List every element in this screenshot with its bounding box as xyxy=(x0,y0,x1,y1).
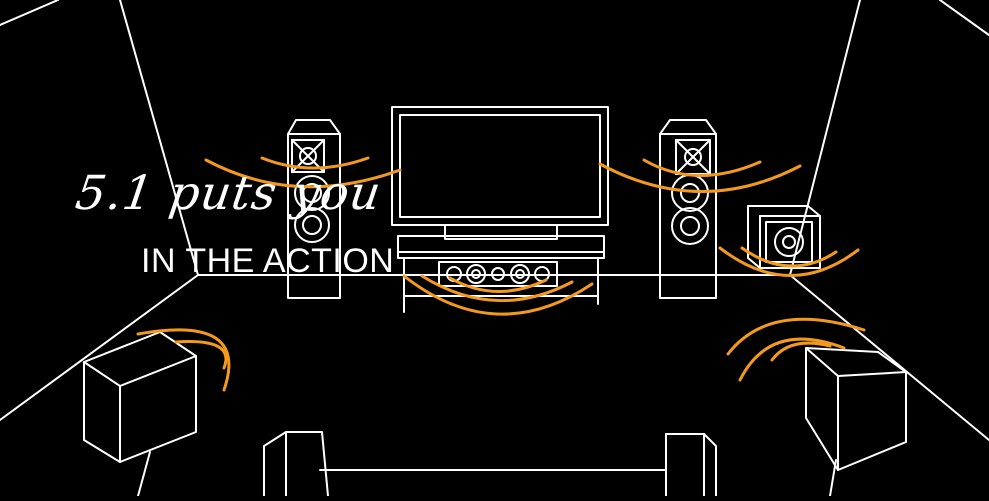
sofa-icon xyxy=(263,431,717,497)
tv-stand xyxy=(397,235,605,313)
tagline-headline: 5.1 puts you xyxy=(72,166,385,221)
surround-speaker-icon xyxy=(805,347,907,497)
surround-speaker-icon xyxy=(83,331,197,497)
sound-wave-icon xyxy=(136,156,866,392)
tv-icon xyxy=(391,106,609,240)
room-outline xyxy=(0,0,989,441)
tower-speaker-icon xyxy=(287,119,341,299)
center-speaker-icon xyxy=(438,261,558,287)
tagline-subheadline: IN THE ACTION xyxy=(141,242,395,280)
tower-speaker-icon xyxy=(659,119,717,299)
